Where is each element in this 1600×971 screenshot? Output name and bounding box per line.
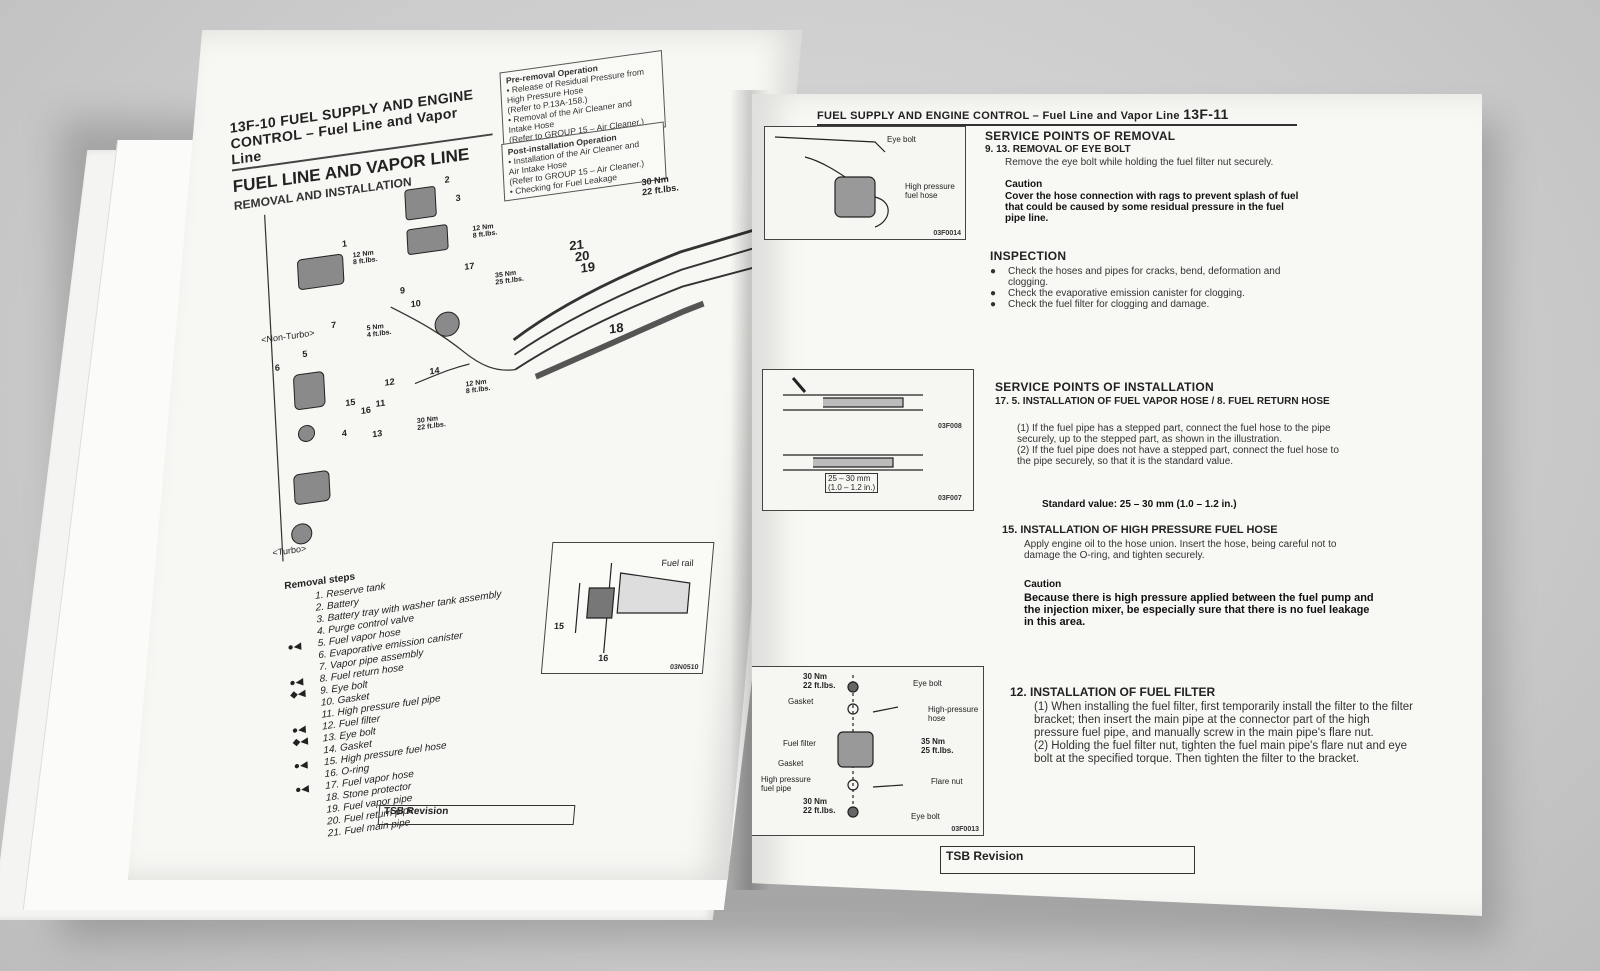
callout-14: 14 (429, 365, 440, 377)
callout-12: 12 (384, 376, 395, 388)
label-fuel-filter: Fuel filter (783, 739, 816, 748)
filter-list: (1) When installing the fuel filter, fir… (1034, 701, 1414, 766)
label-eye-bolt-b: Eye bolt (911, 812, 940, 821)
removal-title: SERVICE POINTS OF REMOVAL (985, 129, 1176, 143)
figure-hose-insertion-svg (783, 377, 923, 471)
callout-6: 6 (274, 362, 281, 374)
callout-2: 2 (444, 174, 450, 185)
inspection-item-text: Check the fuel filter for clogging and d… (1008, 299, 1210, 310)
right-page-header: FUEL SUPPLY AND ENGINE CONTROL – Fuel Li… (817, 106, 1297, 126)
fuel-rail-callout-15: 15 (553, 621, 565, 631)
figure-eye-bolt-svg (774, 136, 889, 228)
inspection-item: ●Check the fuel filter for clogging and … (990, 299, 1210, 310)
inspection-list: ●Check the hoses and pipes for cracks, b… (990, 266, 1320, 310)
callout-17: 17 (464, 260, 475, 272)
hp-hose-caution-label: Caution (1024, 579, 1062, 590)
figure-code-03f007: 03F007 (938, 495, 962, 502)
left-tsb-revision: TSB Revision (377, 805, 576, 825)
callout-5: 5 (302, 348, 308, 360)
label-gasket-b: Gasket (778, 759, 804, 768)
label-hp-hose: High-pressure hose (928, 705, 979, 723)
label-torque-35: 35 Nm 25 ft.lbs. (921, 737, 954, 755)
label-eye-bolt: Eye bolt (887, 135, 916, 144)
callout-9: 9 (399, 285, 406, 296)
label-flare-nut: Flare nut (931, 777, 963, 786)
fuel-rail-label: Fuel rail (661, 558, 695, 568)
label-hp-pipe: High pressure fuel pipe (761, 775, 811, 793)
callout-18: 18 (608, 319, 624, 337)
inspection-item-text: Check the hoses and pipes for cracks, be… (1008, 266, 1281, 288)
callout-4: 4 (341, 427, 348, 439)
filter-item: (1) When installing the fuel filter, fir… (1034, 701, 1414, 739)
left-page-content: 13F-10 FUEL SUPPLY AND ENGINE CONTROL – … (229, 45, 802, 839)
callout-1: 1 (341, 238, 348, 249)
label-hp-fuel-hose: High pressure fuel hose (905, 182, 955, 200)
removal-caution: Cover the hose connection with rags to p… (1005, 191, 1299, 224)
removal-text: Remove the eye bolt while holding the fu… (1005, 157, 1274, 168)
fuel-rail-svg (574, 563, 691, 653)
callout-16: 16 (360, 404, 372, 416)
hp-hose-caution: Because there is high pressure applied b… (1024, 592, 1374, 628)
fuel-rail-code: 03N0510 (669, 664, 699, 671)
installation-item: (1) If the fuel pipe has a stepped part,… (1017, 423, 1331, 445)
fuel-rail-callout-16: 16 (597, 653, 609, 663)
callout-13: 13 (371, 427, 383, 440)
figure-code-03f0013: 03F0013 (951, 826, 979, 833)
exploded-diagram-svg (264, 186, 778, 562)
label-eye-bolt-a: Eye bolt (913, 679, 942, 688)
removal-caution-label: Caution (1005, 179, 1043, 190)
installation-item: (2) If the fuel pipe does not have a ste… (1017, 445, 1339, 467)
label-gasket-a: Gasket (788, 697, 814, 706)
standard-value: Standard value: 25 – 30 mm (1.0 – 1.2 in… (1042, 499, 1237, 510)
right-page-header-text: FUEL SUPPLY AND ENGINE CONTROL – Fuel Li… (817, 110, 1180, 122)
callout-10: 10 (410, 297, 422, 310)
right-page-number: 13F-11 (1183, 106, 1229, 122)
figure-hose-insertion: 03F008 03F007 25 – 30 mm (1.0 – 1.2 in.) (762, 369, 974, 511)
figure-code-03f008: 03F008 (938, 423, 962, 430)
callout-3: 3 (455, 192, 461, 204)
hp-hose-step: 15. INSTALLATION OF HIGH PRESSURE FUEL H… (1002, 524, 1278, 536)
left-page: 13F-10 FUEL SUPPLY AND ENGINE CONTROL – … (127, 30, 803, 880)
label-torque-30a: 30 Nm 22 ft.lbs. (803, 672, 836, 690)
installation-title: SERVICE POINTS OF INSTALLATION (995, 380, 1215, 394)
callout-21: 21 (568, 236, 585, 254)
right-tsb-revision: TSB Revision (940, 846, 1195, 874)
filter-item: (2) Holding the fuel filter nut, tighten… (1034, 740, 1407, 765)
label-torque-30b: 30 Nm 22 ft.lbs. (803, 797, 836, 815)
callout-11: 11 (375, 397, 386, 409)
inspection-item: ●Check the evaporative emission canister… (990, 288, 1245, 299)
figure-fuel-filter: 30 Nm 22 ft.lbs. Eye bolt Gasket High-pr… (752, 666, 984, 836)
hp-hose-text: Apply engine oil to the hose union. Inse… (1024, 539, 1337, 561)
callout-7: 7 (330, 319, 337, 331)
fuel-rail-inset: Fuel rail 15 16 03N0510 (540, 542, 715, 674)
removal-step: 9. 13. REMOVAL OF EYE BOLT (985, 144, 1131, 155)
label-dimension: 25 – 30 mm (1.0 – 1.2 in.) (825, 473, 879, 493)
inspection-item: ●Check the hoses and pipes for cracks, b… (990, 266, 1281, 288)
exploded-diagram: 1 2 3 4 5 6 7 9 10 11 12 13 14 15 16 17 … (254, 124, 795, 573)
right-page: FUEL SUPPLY AND ENGINE CONTROL – Fuel Li… (752, 94, 1482, 916)
figure-code-03f0014: 03F0014 (933, 230, 961, 237)
filter-step: 12. INSTALLATION OF FUEL FILTER (1010, 685, 1216, 699)
figure-fuel-filter-svg (837, 675, 904, 818)
installation-list: (1) If the fuel pipe has a stepped part,… (1017, 423, 1347, 467)
callout-15: 15 (345, 396, 356, 409)
inspection-title: INSPECTION (990, 249, 1067, 263)
figure-eye-bolt: Eye bolt High pressure fuel hose 03F0014 (764, 126, 966, 240)
inspection-item-text: Check the evaporative emission canister … (1008, 288, 1245, 299)
installation-step: 17. 5. INSTALLATION OF FUEL VAPOR HOSE /… (995, 396, 1330, 407)
